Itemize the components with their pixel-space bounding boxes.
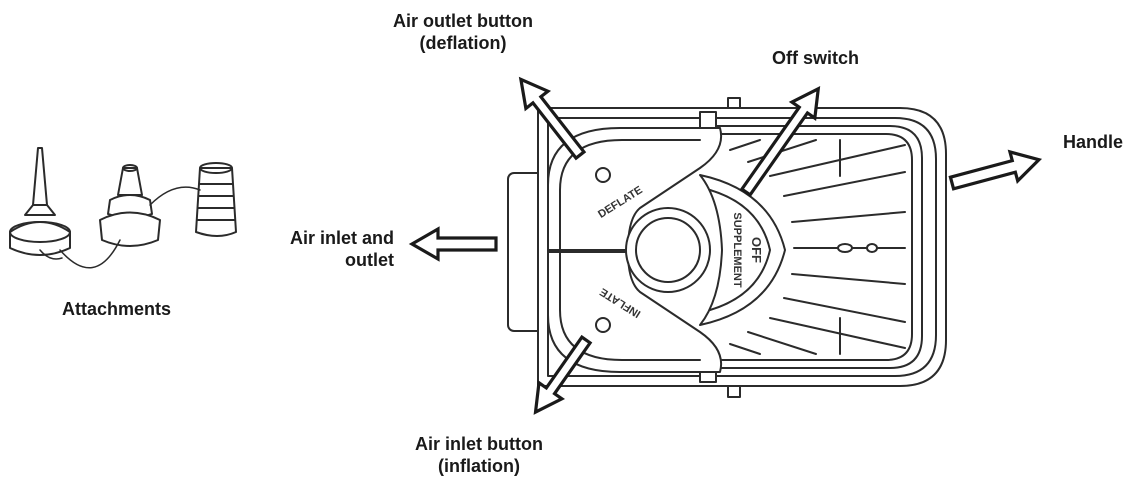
needle-nozzle: [32, 147, 48, 206]
arrow-handle: [948, 149, 1043, 191]
deflate-button-shape: [547, 127, 722, 251]
label-handle: Handle: [1063, 131, 1123, 153]
label-off-switch-text: Off switch: [772, 48, 860, 68]
arrow-air-inlet-button: [533, 334, 593, 415]
label-air-inlet-button: Air inlet button (inflation): [384, 433, 574, 477]
label-air-outlet-button: Air outlet button (deflation): [368, 10, 558, 54]
supplement-marking: SUPPLEMENT: [731, 212, 743, 287]
arrow-off-switch: [739, 86, 821, 198]
off-switch-shape: [699, 174, 786, 326]
label-air-outlet-button-line2: (deflation): [419, 33, 507, 53]
label-attachments: Attachments: [62, 298, 171, 320]
label-air-inlet-button-line2: (inflation): [438, 456, 520, 476]
label-air-inlet-button-line1: Air inlet button: [415, 434, 543, 454]
label-attachments-text: Attachments: [62, 299, 172, 319]
attachments-illustration: [9, 147, 237, 269]
arrow-air-inlet-outlet: [408, 226, 498, 262]
label-air-inlet-outlet-line1: Air inlet and: [289, 228, 394, 248]
cone-nozzle: [117, 167, 143, 196]
large-nozzle: [195, 167, 237, 237]
tether: [59, 239, 121, 269]
label-air-outlet-button-line1: Air outlet button: [393, 11, 533, 31]
label-off-switch: Off switch: [772, 47, 859, 69]
arrow-air-outlet-button: [518, 76, 587, 161]
label-air-inlet-outlet-line2: outlet: [345, 250, 394, 270]
label-air-inlet-outlet: Air inlet and outlet: [230, 227, 394, 271]
off-marking: OFF: [749, 237, 764, 263]
label-handle-text: Handle: [1063, 132, 1124, 152]
